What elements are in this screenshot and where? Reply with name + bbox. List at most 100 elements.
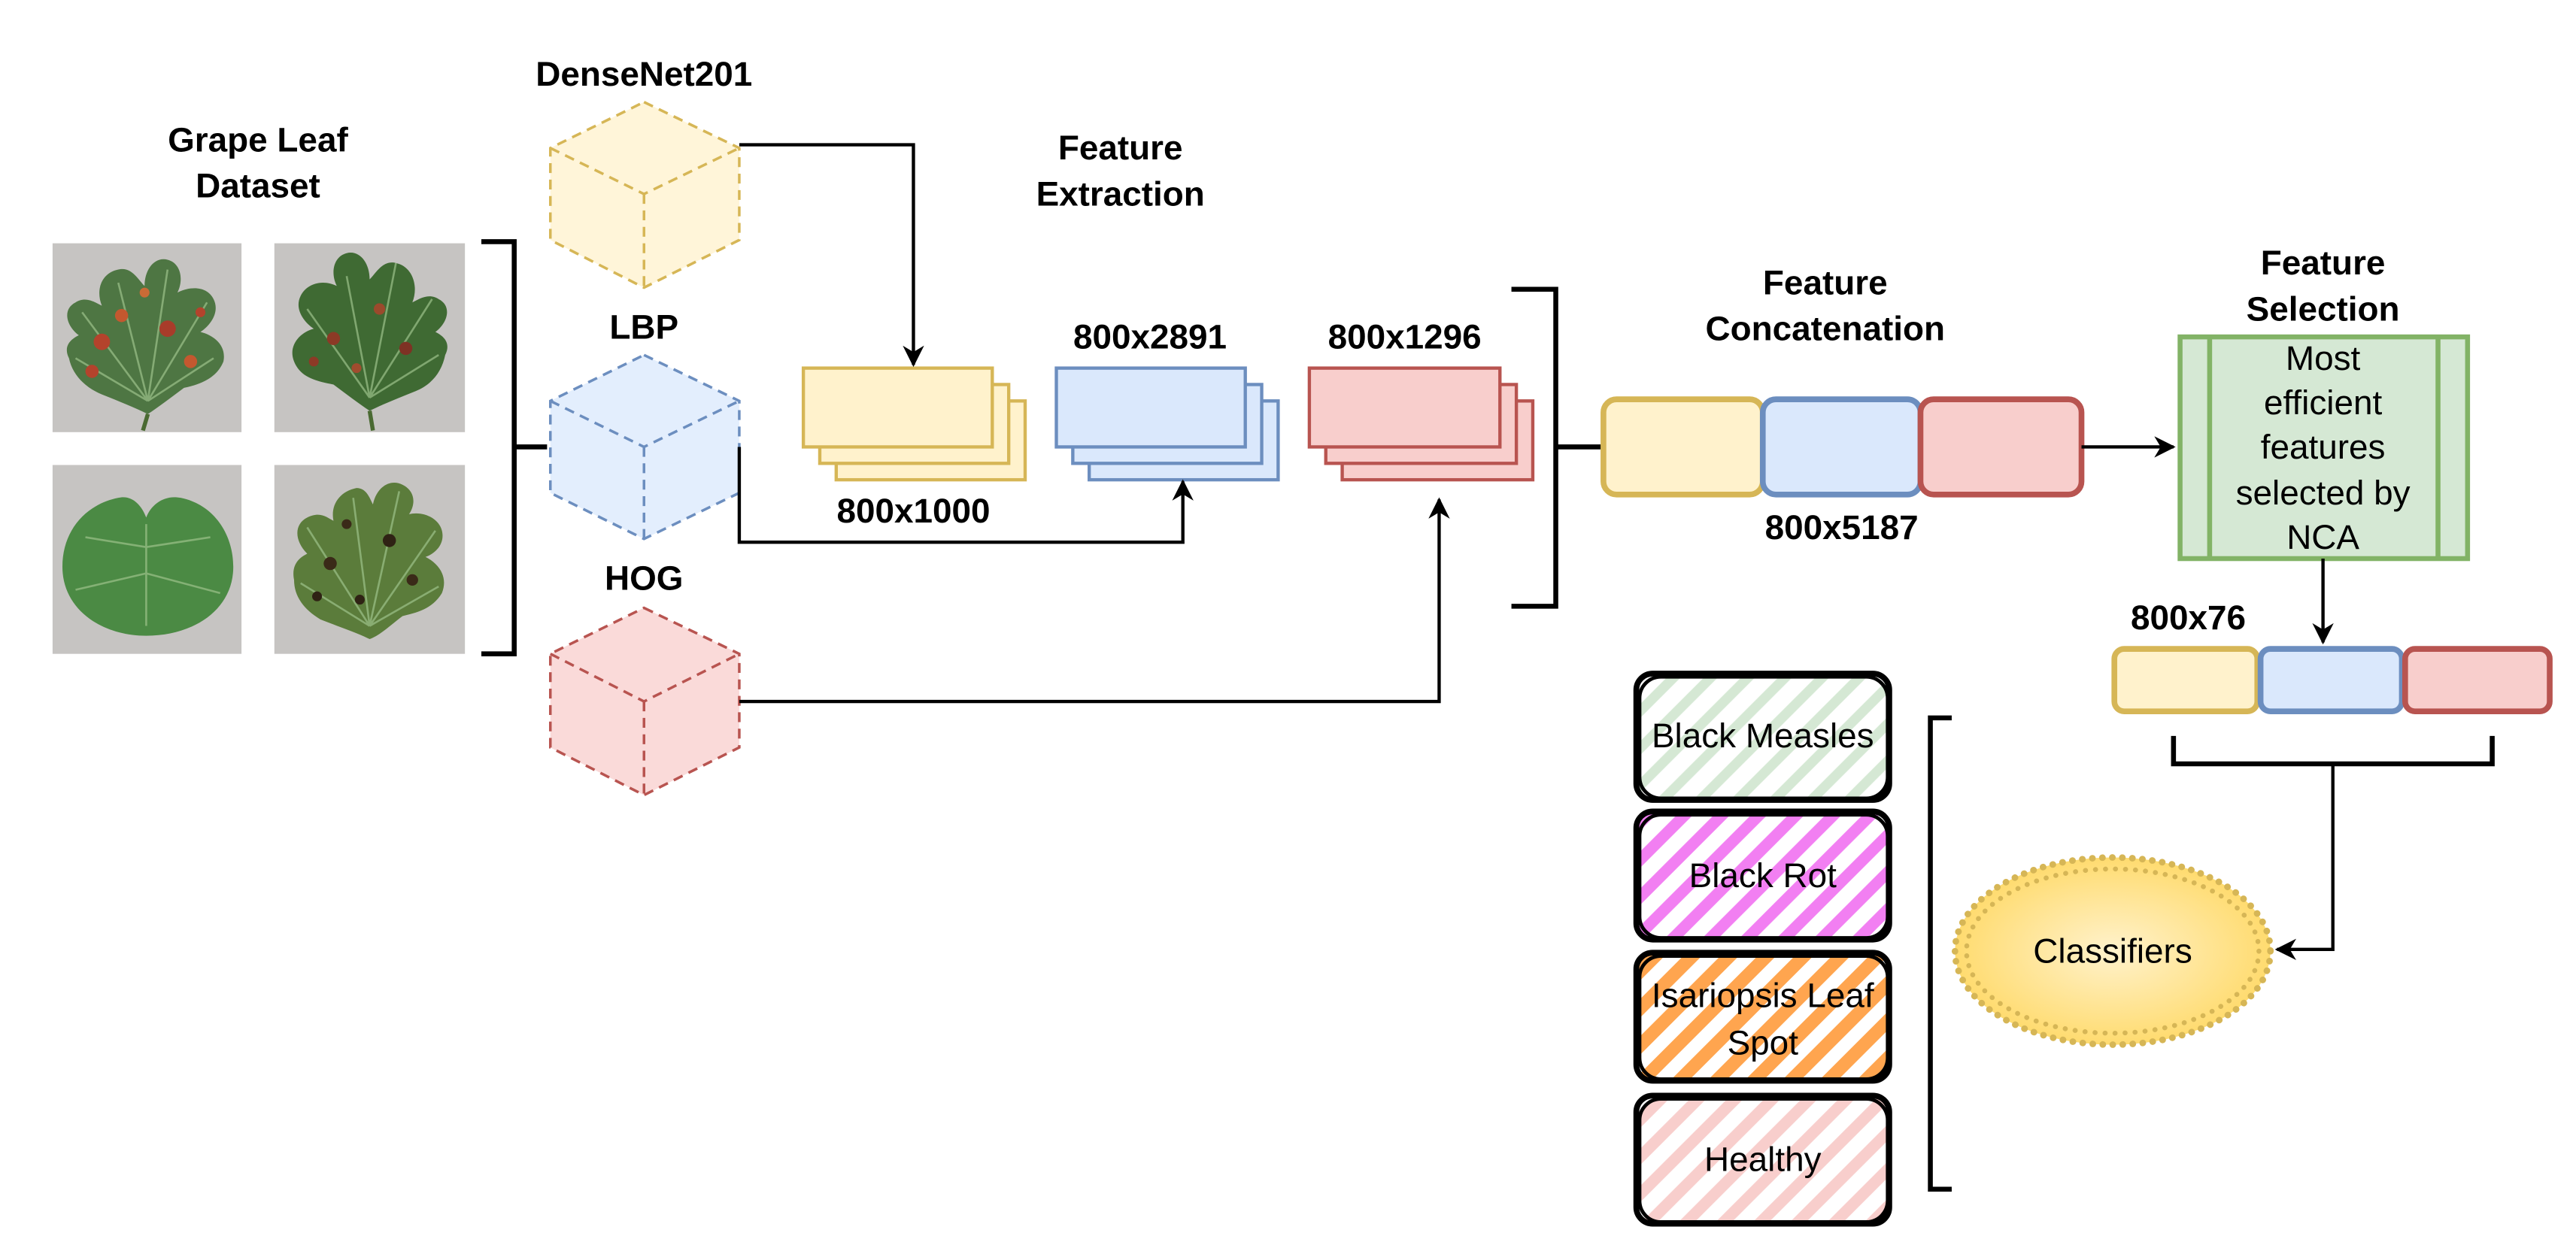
hog-feature-stack: [1307, 366, 1535, 482]
leaf-veins: [74, 269, 214, 402]
class-box-black-rot: Black Rot: [1633, 808, 1892, 943]
class-label-healthy: Healthy: [1704, 1140, 1822, 1179]
feature-extraction-title-line-1: Feature: [1058, 128, 1183, 167]
lbp-label: LBP: [609, 307, 678, 346]
classifiers-ellipse: [1951, 854, 2274, 1048]
lbp-cube: [548, 353, 741, 541]
class-box-healthy: Healthy: [1633, 1092, 1892, 1227]
lbp-feature-size: 800x2891: [1073, 317, 1227, 356]
feature-map-layer: [1054, 366, 1247, 449]
selection-box-body: [2177, 334, 2471, 562]
concatenation-title-line-1: Feature: [1763, 262, 1888, 301]
concatenated-size: 800x5187: [1765, 507, 1919, 547]
feature-map-layer: [1307, 366, 1502, 449]
feature-map-layer: [801, 366, 994, 449]
leaf-image-2: [274, 243, 466, 432]
class-box-black-measles: Black Measles: [1633, 671, 1892, 803]
leaf-spot: [308, 356, 319, 367]
class-box-isariopsis-leaf-spot: Isariopsis Leaf Spot: [1633, 950, 1892, 1084]
selection-title-line-2: Selection: [2247, 289, 2400, 328]
leaf-spot: [351, 363, 362, 374]
hog-cube: [548, 606, 741, 797]
classifiers-node: Classifiers: [1951, 854, 2274, 1048]
class-label-black-rot: Black Rot: [1689, 856, 1837, 895]
cube-inner-edges: [549, 653, 740, 795]
selection-text-line-2: efficient: [2264, 383, 2382, 422]
lbp-segment: [1759, 396, 1924, 498]
leaf: [62, 497, 234, 636]
leaf-stem: [367, 410, 375, 432]
classifiers-label: Classifiers: [2033, 931, 2192, 970]
class-label-isariopsis-line-2: Spot: [1728, 1023, 1799, 1062]
hog-selected-segment: [2402, 646, 2553, 714]
class-box-fill: [1636, 673, 1889, 801]
hog-segment: [1917, 396, 2085, 498]
class-box-fill: [1636, 953, 1889, 1081]
dataset-title-line-1: Grape Leaf: [168, 120, 348, 159]
lbp-selected-segment: [2257, 646, 2405, 714]
densenet-selected-segment: [2111, 646, 2261, 714]
class-label-black-measles: Black Measles: [1652, 716, 1874, 755]
leaf-spot: [326, 332, 341, 346]
leaf-stem: [141, 413, 150, 432]
feature-maps-bracket: [1511, 286, 1602, 609]
nca-selection-box: Most efficient features selected by NCA: [2177, 334, 2471, 562]
dataset-title-line-2: Dataset: [196, 165, 320, 204]
selection-text-line-1: Most: [2286, 338, 2361, 377]
densenet-segment: [1601, 396, 1766, 498]
leaf-spot: [312, 591, 323, 601]
selected-vector-bracket: [2171, 735, 2495, 767]
selection-text-line-4: selected by: [2236, 473, 2411, 512]
class-box-fill: [1636, 811, 1889, 940]
densenet-label: DenseNet201: [536, 54, 752, 93]
densenet-cube: [548, 100, 741, 289]
leaf-image-4: [274, 465, 466, 654]
selection-text-line-3: features: [2261, 427, 2386, 466]
class-box-sketch-border: [1637, 954, 1890, 1081]
lbp-arrow: [737, 447, 1194, 544]
hog-arrow: [739, 497, 1450, 704]
leaf-spot: [373, 303, 386, 315]
cube-inner-edges: [549, 147, 740, 288]
feature-extraction-title-line-2: Extraction: [1036, 174, 1205, 213]
leaf-spot: [382, 534, 396, 547]
classes-bracket: [1928, 715, 1952, 1192]
leaf-spot: [85, 365, 99, 378]
leaf-image-1: [52, 243, 242, 432]
classifiers-inner-ring: [1964, 866, 2262, 1036]
leaf-veins: [75, 524, 221, 626]
concatenated-feature-vector: [1601, 396, 2085, 498]
hog-feature-size: 800x1296: [1328, 317, 1482, 356]
densenet-feature-size: 800x1000: [836, 491, 990, 530]
leaf-spot: [406, 574, 418, 586]
selected-feature-size: 800x76: [2131, 598, 2246, 637]
leaf-spot: [139, 287, 150, 298]
selected-feature-vector: [2111, 646, 2553, 714]
concatenation-title-line-2: Concatenation: [1706, 308, 1946, 347]
leaf: [292, 253, 448, 411]
leaf-spot: [159, 320, 176, 338]
cube-inner-edges: [549, 399, 740, 539]
class-label-isariopsis-line-1: Isariopsis Leaf: [1652, 975, 1874, 1014]
leaf-spot: [184, 355, 198, 368]
densenet-arrow: [739, 143, 924, 368]
lbp-feature-stack: [1054, 366, 1280, 482]
class-box-fill: [1636, 1095, 1889, 1224]
selection-text-line-5: NCA: [2286, 517, 2359, 556]
class-box-sketch-border: [1637, 1097, 1890, 1224]
class-box-sketch-border: [1637, 674, 1890, 801]
leaf-spot: [195, 307, 206, 317]
leaf-spot: [323, 556, 337, 571]
leaf-spot: [354, 595, 365, 605]
leaf: [293, 482, 445, 640]
dataset-bracket: [481, 239, 548, 656]
selection-title-line-1: Feature: [2261, 243, 2386, 282]
leaf-spot: [93, 333, 111, 350]
leaf-spot: [341, 519, 352, 529]
densenet-feature-stack: [801, 366, 1027, 482]
leaf-spot: [114, 308, 129, 323]
leaf-spot: [399, 341, 413, 356]
leaf-image-3: [52, 465, 242, 654]
class-box-sketch-border: [1637, 813, 1890, 940]
